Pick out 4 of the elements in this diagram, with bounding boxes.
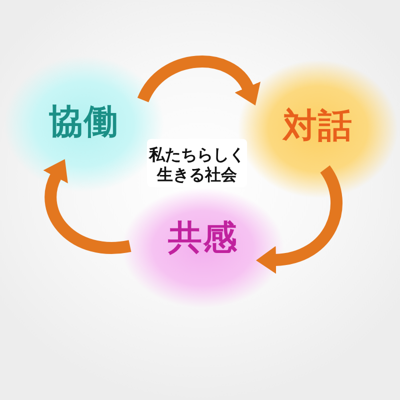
keyword-label: 協働 xyxy=(49,105,119,139)
center-text-box: 私たちらしく生きる社会 xyxy=(147,139,247,187)
keyword-label: 対話 xyxy=(283,109,353,143)
keyword-label: 共感 xyxy=(168,221,238,255)
